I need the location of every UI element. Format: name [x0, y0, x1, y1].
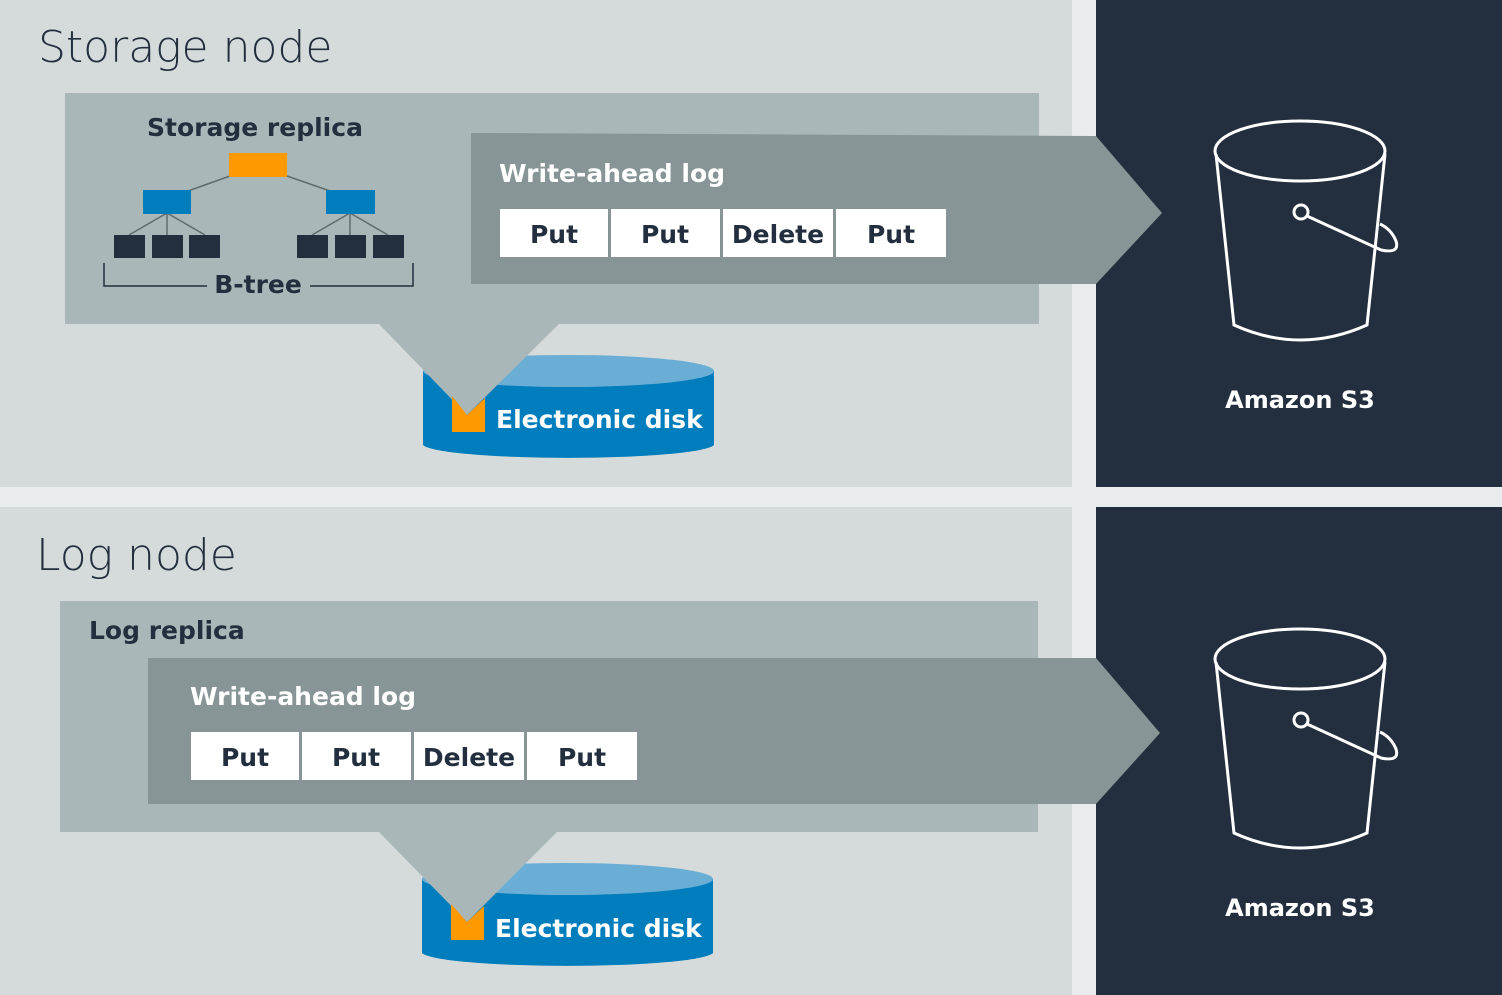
write-ahead-log-arrow — [148, 658, 1160, 804]
wal-op-cell — [302, 732, 411, 780]
disk-label: Electronic disk — [495, 914, 703, 943]
disk-accent-icon — [452, 396, 485, 432]
wal-label: Write-ahead log — [499, 159, 725, 188]
wal-op-delete: Delete — [732, 220, 824, 249]
wal-op-cell — [500, 209, 608, 257]
wal-op-put: Put — [530, 220, 578, 249]
log-node-title: Log node — [36, 530, 237, 581]
replica-pointer — [378, 323, 560, 415]
wal-op-cell — [723, 209, 833, 257]
wal-op-delete: Delete — [423, 743, 515, 772]
log-node-section: Log node Electronic disk Log replica Wri… — [0, 507, 1502, 995]
s3-bucket-icon — [1213, 627, 1399, 850]
btree-label: B-tree — [214, 270, 302, 299]
wal-op-put: Put — [641, 220, 689, 249]
wal-op-put: Put — [867, 220, 915, 249]
replica-pointer — [378, 831, 558, 922]
log-replica-label: Log replica — [89, 616, 245, 645]
s3-panel-top — [1096, 0, 1502, 487]
storage-replica-label: Storage replica — [147, 113, 363, 142]
storage-node-section: Storage node Electronic disk Storage rep… — [0, 0, 1502, 487]
disk-accent-icon — [451, 904, 484, 940]
s3-panel-bottom — [1096, 507, 1502, 995]
wal-op-cell — [191, 732, 299, 780]
wal-op-cell — [414, 732, 524, 780]
s3-bucket-icon — [1213, 119, 1399, 342]
wal-operations: Put Put Delete Put — [191, 732, 637, 780]
btree-icon — [103, 153, 414, 287]
s3-label: Amazon S3 — [1225, 386, 1375, 414]
wal-op-put: Put — [558, 743, 606, 772]
wal-op-cell — [611, 209, 720, 257]
disk-label: Electronic disk — [496, 405, 704, 434]
wal-op-cell — [527, 732, 637, 780]
wal-op-put: Put — [221, 743, 269, 772]
wal-op-put: Put — [332, 743, 380, 772]
wal-operations: Put Put Delete Put — [500, 209, 946, 257]
wal-label: Write-ahead log — [190, 682, 416, 711]
storage-node-title: Storage node — [38, 22, 332, 73]
wal-op-cell — [836, 209, 946, 257]
s3-label: Amazon S3 — [1225, 894, 1375, 922]
write-ahead-log-arrow — [471, 133, 1162, 284]
